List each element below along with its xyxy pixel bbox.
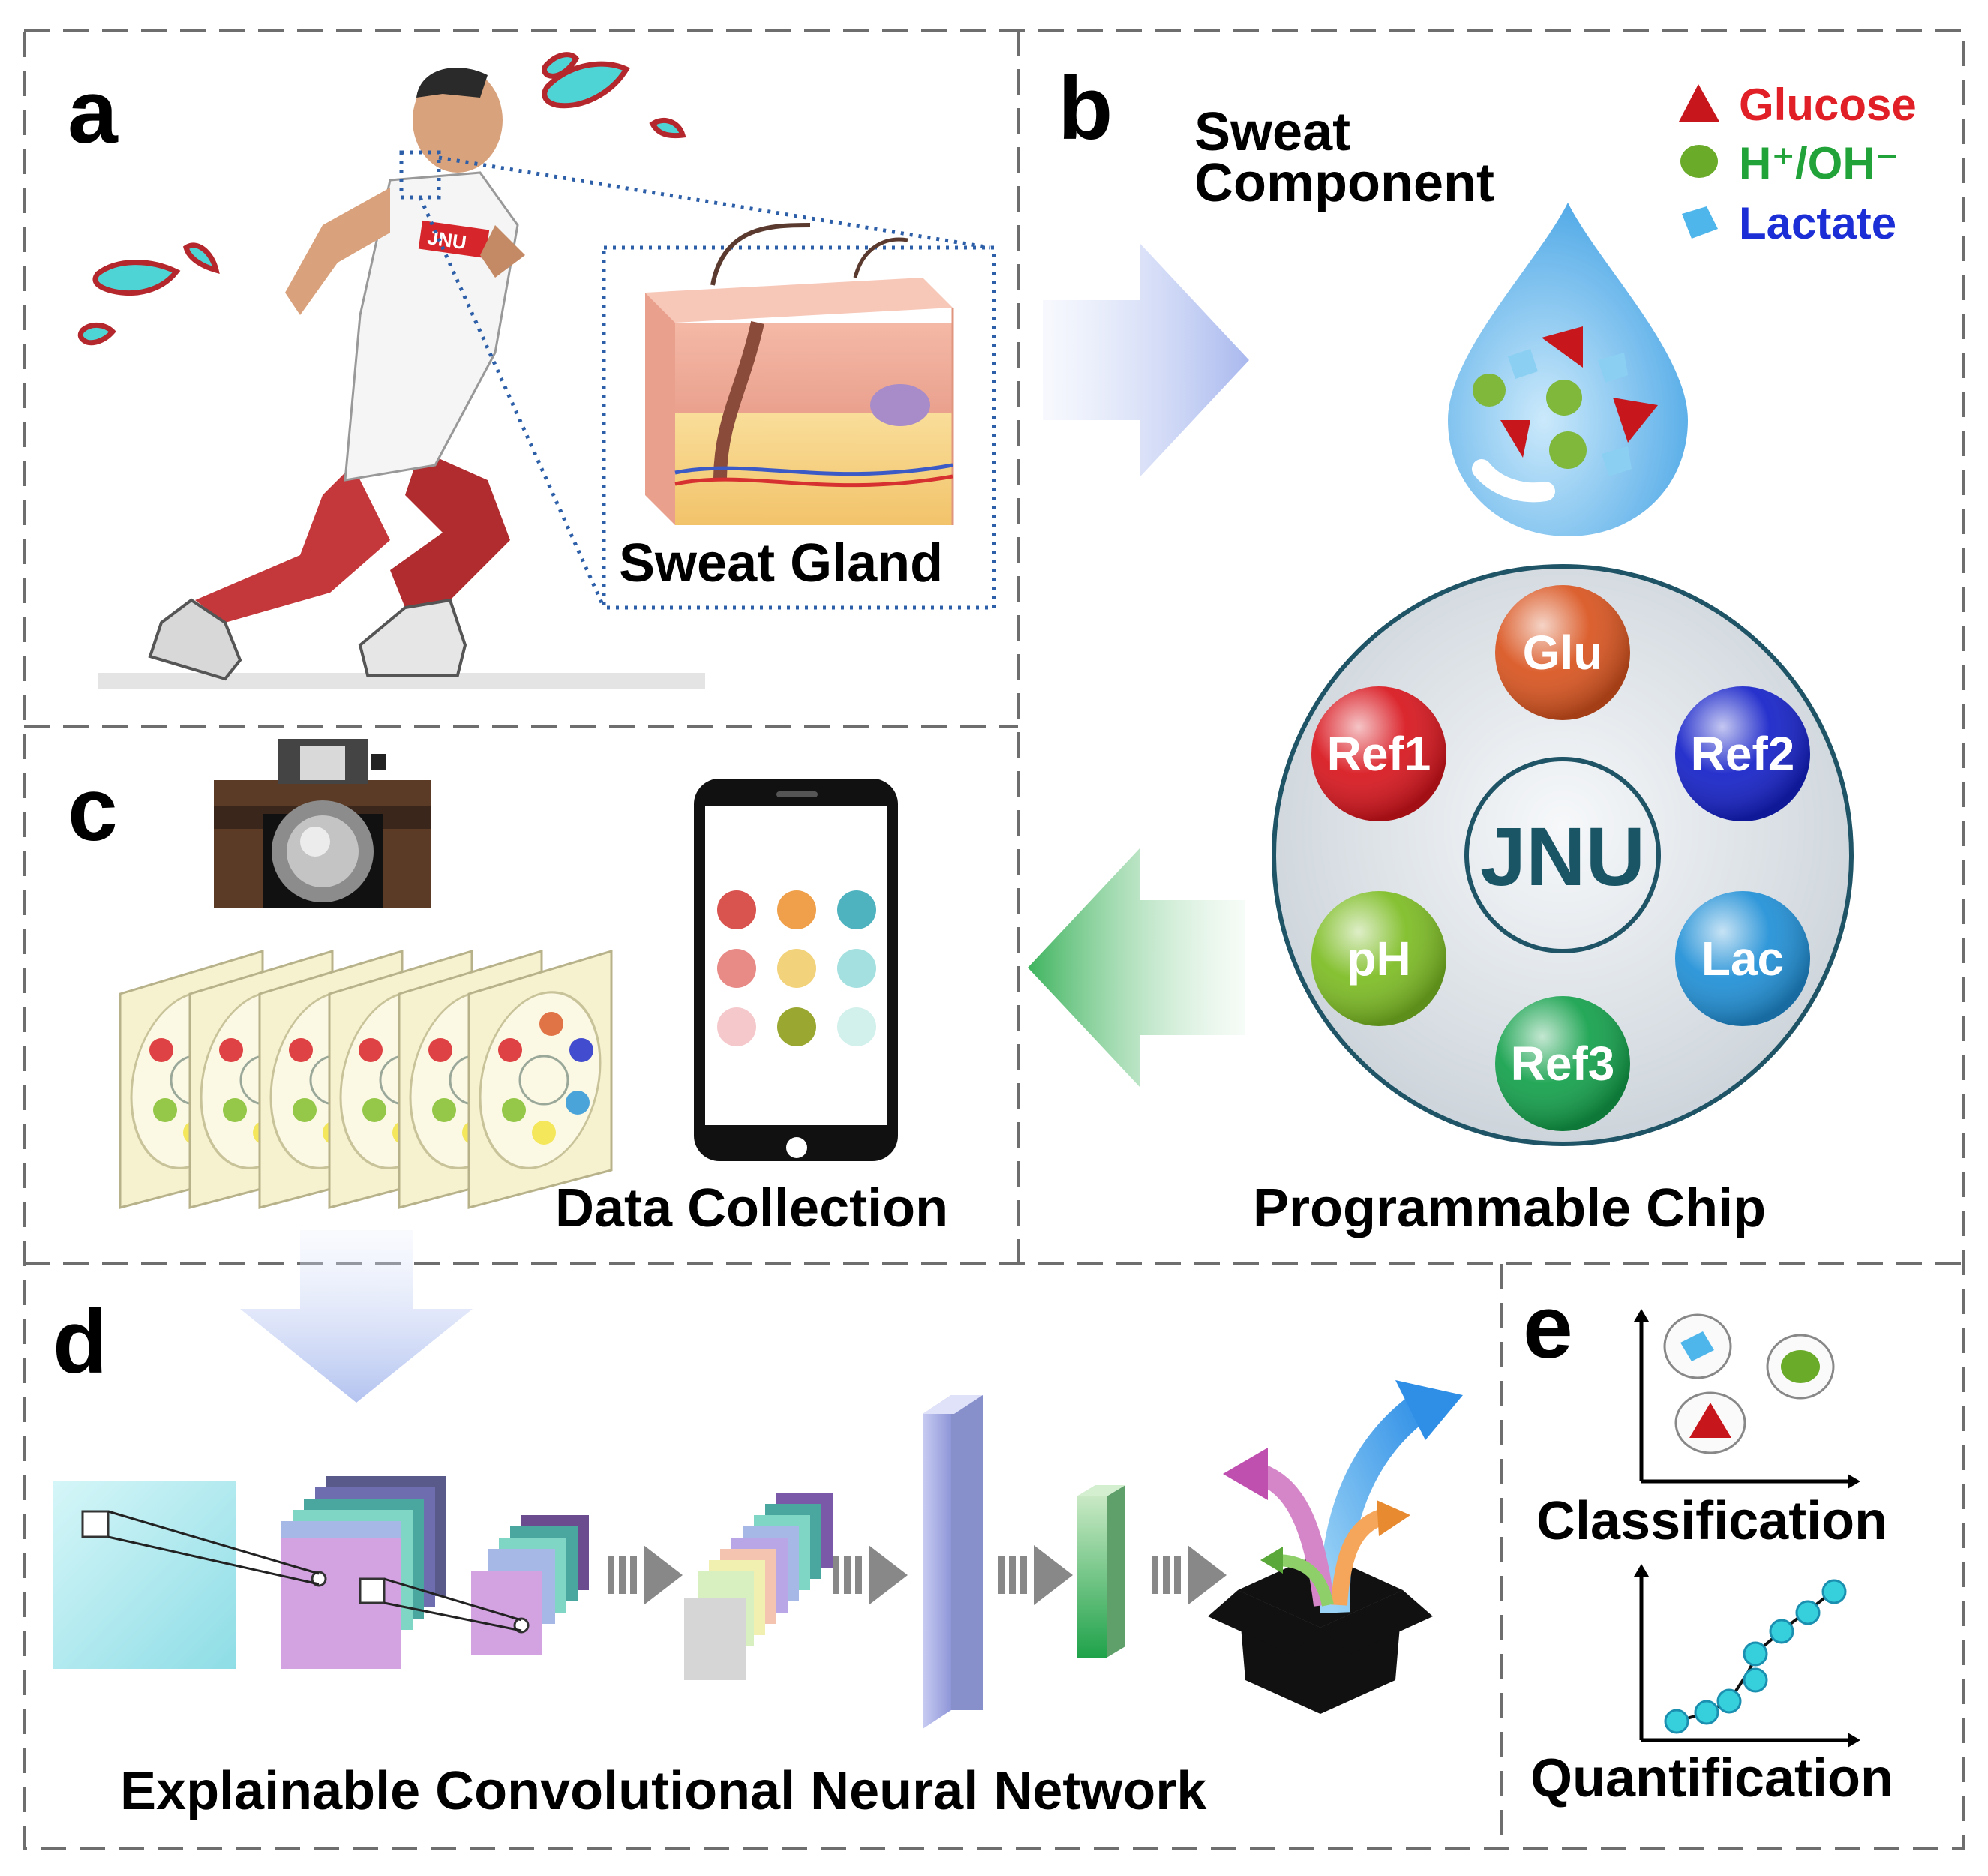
- gray-arrow-icon: [1152, 1545, 1227, 1605]
- quantification-curve: [1664, 1579, 1847, 1734]
- panel-e-letter: e: [1523, 1277, 1573, 1377]
- gray-arrow-icon: [608, 1545, 683, 1605]
- chip-well-lac: Lac: [1675, 891, 1810, 1026]
- panel-a: a JNU: [68, 52, 996, 689]
- chip-well-ref2: Ref2: [1675, 686, 1810, 821]
- output-layer-bar: [1077, 1496, 1107, 1658]
- phone-color-dot: [837, 890, 876, 929]
- feature-maps-layer1: [281, 1476, 446, 1669]
- chip-well-label: pH: [1347, 932, 1410, 986]
- chip-well-label: Ref1: [1327, 727, 1431, 781]
- chip-well-ref1: Ref1: [1311, 686, 1446, 821]
- arrow-right-a-to-b: [1043, 244, 1249, 476]
- phone-color-dot: [717, 949, 756, 988]
- chip-center-label: JNU: [1480, 811, 1645, 903]
- legend-lactate: Lactate: [1739, 198, 1896, 248]
- phone-color-dot: [777, 949, 816, 988]
- explainable-output-box-icon: [1208, 1380, 1463, 1714]
- panel-d: d: [53, 1292, 1463, 1821]
- feature-maps-layer2: [471, 1515, 589, 1655]
- chip-well-label: Lac: [1701, 932, 1784, 986]
- panel-b: b Sweat Component Glucose H⁺/OH⁻ Lactate: [1058, 58, 1917, 1238]
- chip-well-ph: pH: [1311, 891, 1446, 1026]
- quantification-label: Quantification: [1530, 1748, 1893, 1808]
- panel-c-letter: c: [68, 759, 118, 860]
- phone-color-dot: [777, 890, 816, 929]
- sweat-gland-label: Sweat Gland: [619, 533, 943, 593]
- ground-line: [98, 673, 705, 689]
- panel-d-letter: d: [53, 1292, 107, 1392]
- panel-b-letter: b: [1058, 58, 1113, 158]
- chip-photo-card: [467, 949, 613, 1209]
- gray-arrow-icon: [833, 1545, 908, 1605]
- legend-glucose: Glucose: [1739, 80, 1917, 130]
- glucose-triangle-icon: [1679, 84, 1719, 122]
- classification-label: Classification: [1536, 1491, 1887, 1551]
- sweat-drop-icons: [77, 52, 686, 346]
- gray-flow-arrows: [608, 1545, 1227, 1605]
- chip-image-stack: [119, 949, 613, 1209]
- sweat-gland-box: [602, 245, 996, 610]
- shirt-logo-text: JNU: [426, 226, 468, 254]
- panel-e: e Classification: [1523, 1277, 1893, 1808]
- ion-sphere-icon: [1680, 145, 1718, 178]
- smartphone-icon: [694, 779, 898, 1161]
- legend-ion: H⁺/OH⁻: [1739, 138, 1899, 188]
- panel-c: c Data Collection: [68, 739, 948, 1238]
- sweat-drop-illustration: [1448, 203, 1688, 536]
- skin-cross-section-illustration: [645, 223, 954, 525]
- runner-illustration: JNU: [148, 68, 525, 681]
- arrow-down-c-to-d: [240, 1230, 473, 1403]
- input-image: [53, 1481, 236, 1669]
- cnn-label: Explainable Convolutional Neural Network: [120, 1761, 1207, 1821]
- phone-color-dot: [717, 1007, 756, 1046]
- phone-color-dot: [777, 1007, 816, 1046]
- camera-icon: [214, 739, 431, 908]
- chip-well-label: Ref3: [1511, 1037, 1615, 1091]
- programmable-chip-label: Programmable Chip: [1253, 1178, 1766, 1238]
- phone-color-dot: [717, 890, 756, 929]
- chip-well-ref3: Ref3: [1495, 996, 1630, 1131]
- dense-layer-bar: [923, 1395, 951, 1729]
- gray-arrow-icon: [998, 1545, 1073, 1605]
- phone-color-dot: [837, 1007, 876, 1046]
- phone-color-dot: [837, 949, 876, 988]
- pooled-maps: [684, 1493, 833, 1680]
- data-collection-label: Data Collection: [555, 1178, 948, 1238]
- arrow-left-b-to-c: [1028, 848, 1245, 1088]
- chip-well-label: Glu: [1523, 626, 1603, 680]
- panel-a-letter: a: [68, 62, 119, 162]
- sweat-component-title-line2: Component: [1194, 153, 1494, 213]
- chip-well-label: Ref2: [1691, 727, 1795, 781]
- chip-well-glu: Glu: [1495, 585, 1630, 720]
- classification-clusters: [1663, 1313, 1835, 1454]
- lactate-cube-icon: [1682, 206, 1718, 239]
- sweat-component-title-line1: Sweat: [1194, 102, 1350, 162]
